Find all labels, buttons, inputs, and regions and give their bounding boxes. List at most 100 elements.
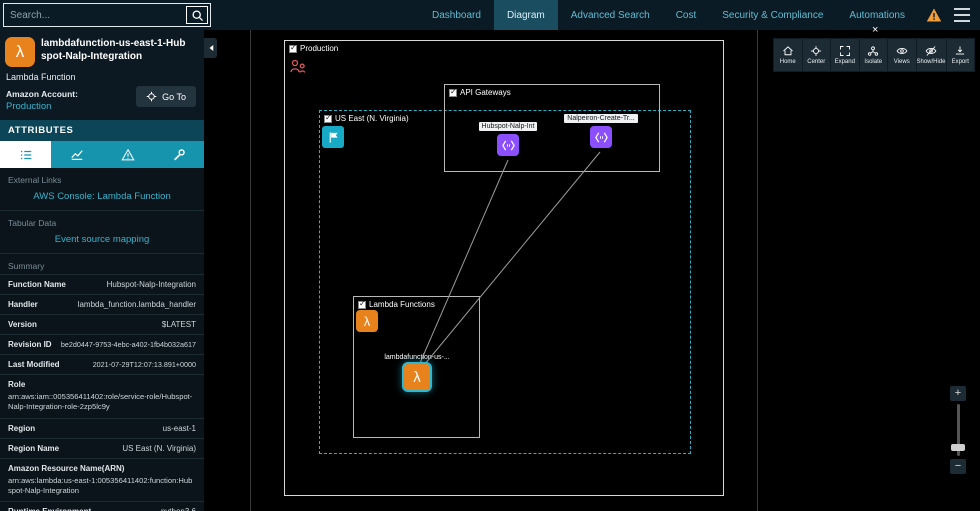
isolate-button[interactable]: Isolate [859, 39, 887, 71]
expand-icon [839, 46, 850, 56]
nav-advanced-search[interactable]: Advanced Search [570, 9, 650, 21]
nav-dashboard[interactable]: Dashboard [432, 9, 481, 21]
close-icon[interactable]: × [872, 24, 879, 36]
attribute-tabs [0, 141, 204, 168]
isolate-icon [868, 46, 879, 56]
expand-button[interactable]: Expand [831, 39, 859, 71]
attr-label: Runtime Environment [8, 507, 91, 511]
export-button[interactable]: Export [946, 39, 975, 71]
nav-cost[interactable]: Cost [675, 9, 697, 21]
api-gateways-checkbox[interactable] [449, 87, 457, 97]
expand-label: Expand [834, 59, 855, 65]
resource-header: λ lambdafunction-us-east-1-Hubspot-Nalp-… [0, 30, 204, 67]
show-hide-button[interactable]: Show/Hide [916, 39, 946, 71]
api-gateways-label: API Gateways [460, 88, 511, 97]
attr-label: Region [8, 423, 36, 433]
attr-value: arn:aws:lambda:us-east-1:005356411402:fu… [8, 475, 193, 495]
home-button[interactable]: Home [774, 39, 802, 71]
lambda-service-icon: λ [356, 310, 378, 332]
chevron-left-icon [209, 45, 213, 51]
attributes-header: ATTRIBUTES [0, 120, 204, 141]
table-row: Amazon Resource Name(ARN) arn:aws:lambda… [0, 457, 204, 502]
lambda-functions-label: Lambda Functions [369, 300, 435, 309]
home-icon [782, 46, 793, 56]
nav-automations[interactable]: Automations [849, 9, 905, 21]
node-lambda-function-selected[interactable]: lambdafunction-us-... λ [384, 354, 450, 390]
attr-label: Amazon Resource Name(ARN) [8, 463, 125, 473]
tab-metrics[interactable] [51, 141, 102, 168]
table-row: Handler lambda_function.lambda_handler [0, 294, 204, 314]
crosshair-icon [146, 91, 157, 102]
attr-value: 2021-07-29T12:07:13.891+0000 [92, 360, 196, 369]
region-label: US East (N. Virginia) [335, 114, 409, 123]
aws-console-link[interactable]: AWS Console: Lambda Function [0, 188, 204, 211]
warning-outline-icon [120, 148, 135, 160]
group-production[interactable]: Production [284, 40, 724, 496]
node-api-gateway-hubspot[interactable]: Hubspot-Nalp-Int [473, 122, 543, 156]
isolate-label: Isolate [864, 59, 883, 65]
region-checkbox[interactable] [324, 113, 332, 123]
search-box [3, 3, 211, 27]
wrench-icon [173, 148, 185, 160]
attr-label: Handler [8, 300, 38, 309]
group-region-us-east[interactable]: US East (N. Virginia) [319, 110, 691, 454]
attr-value: be2d0447-9753-4ebc-a402-1fb4b032a617 [60, 340, 196, 349]
node-label: Hubspot-Nalp-Int [478, 122, 538, 131]
tab-tools[interactable] [153, 141, 204, 168]
go-to-button[interactable]: Go To [136, 86, 196, 107]
attr-label: Role [8, 380, 26, 389]
nav-security-compliance[interactable]: Security & Compliance [722, 9, 824, 21]
lambda-function-icon: λ [404, 364, 430, 390]
attr-value: lambda_function.lambda_handler [77, 300, 196, 309]
account-label: Amazon Account: [6, 89, 78, 99]
go-to-label: Go To [162, 91, 186, 102]
api-gateway-icon [590, 126, 612, 148]
production-checkbox[interactable] [289, 43, 297, 53]
zoom-slider-handle[interactable] [951, 444, 965, 451]
attribute-rows: Function Name Hubspot-Nalp-Integration H… [0, 274, 204, 511]
attr-value: python3.6 [161, 507, 196, 511]
attr-value: Hubspot-Nalp-Integration [106, 280, 196, 289]
search-input[interactable] [4, 9, 184, 21]
attr-value: us-east-1 [162, 423, 196, 433]
node-api-gateway-nalpeiron[interactable]: Nalpeiron-Create-Tr... [556, 114, 646, 148]
group-api-gateways-header: API Gateways [449, 87, 511, 97]
region-flag-icon [322, 126, 344, 148]
tab-alerts[interactable] [102, 141, 153, 168]
lambda-group-icon: λ [356, 310, 378, 332]
tab-details[interactable] [0, 141, 51, 168]
alerts-warning-icon[interactable] [926, 7, 942, 23]
table-row: Runtime Environment python3.6 [0, 501, 204, 511]
diagram-toolbar: Home Center Expand Isolate Views Show/Hi… [773, 38, 975, 72]
attr-label: Last Modified [8, 360, 60, 369]
zoom-out-button[interactable]: − [950, 459, 966, 474]
event-source-mapping-link[interactable]: Event source mapping [0, 231, 204, 254]
center-icon [811, 46, 822, 56]
node-label: lambdafunction-us-... [384, 354, 450, 361]
views-label: Views [893, 59, 910, 65]
search-button[interactable] [186, 6, 208, 24]
resource-title: lambdafunction-us-east-1-Hubspot-Nalp-In… [41, 38, 186, 62]
lambda-functions-checkbox[interactable] [358, 299, 366, 309]
show-hide-label: Show/Hide [916, 59, 946, 65]
attr-value: $LATEST [161, 320, 196, 329]
center-button[interactable]: Center [802, 39, 830, 71]
zoom-in-button[interactable]: + [950, 386, 966, 401]
list-icon [20, 150, 31, 159]
account-value-link[interactable]: Production [6, 101, 52, 112]
export-label: Export [951, 59, 969, 65]
views-button[interactable]: Views [888, 39, 916, 71]
collapse-panel-button[interactable] [204, 38, 217, 58]
topbar: Dashboard Diagram Advanced Search Cost S… [0, 0, 980, 30]
zoom-slider-track[interactable] [957, 404, 960, 456]
menu-icon[interactable] [954, 8, 970, 22]
chart-icon [70, 149, 83, 160]
environment-users-icon [288, 57, 308, 77]
nav-diagram[interactable]: Diagram [493, 0, 558, 30]
attr-label: Revision ID [8, 340, 52, 349]
home-label: Home [779, 59, 796, 65]
external-links-label: External Links [8, 175, 62, 185]
summary-label: Summary [8, 261, 45, 271]
diagram-canvas[interactable]: Production US East (N. Virginia) [250, 30, 758, 511]
